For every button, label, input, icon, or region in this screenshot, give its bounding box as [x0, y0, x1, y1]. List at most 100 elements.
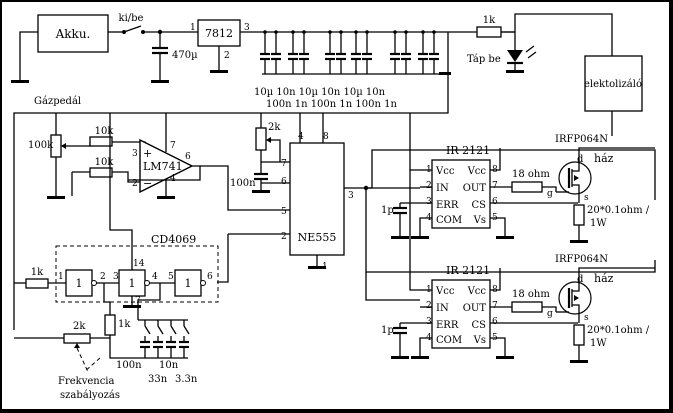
- r10k-a-label: 10k: [95, 126, 115, 137]
- mosfet-s: s: [584, 313, 589, 323]
- ir-pin-num: 3: [426, 317, 432, 327]
- gate-pin6: 6: [207, 272, 213, 282]
- cap-10n-f-label: 10n: [159, 360, 179, 371]
- gate-resistor: [511, 301, 543, 313]
- mosfet-arrow: [574, 295, 579, 301]
- ir-pin-name: IN: [436, 183, 449, 194]
- ir-pin-name: ERR: [436, 200, 459, 211]
- cap-100n-f-label: 100n: [116, 360, 142, 371]
- opamp-pin2: 2: [132, 179, 138, 189]
- mosfet-haz: ház: [594, 272, 614, 285]
- opamp-plus: +: [143, 147, 152, 160]
- ir-pin-num: 2: [426, 301, 432, 311]
- freq-label-1: Frekvencia: [58, 376, 115, 387]
- freq-label-2: szabályozás: [60, 390, 120, 401]
- junction-dot: [263, 30, 267, 34]
- junction-dot: [432, 30, 436, 34]
- ne555-pin6: 6: [281, 177, 287, 187]
- gas-pedal-label: Gázpedál: [34, 96, 81, 107]
- gate-c-label: 1: [185, 277, 192, 290]
- ir-pin-name: OUT: [463, 303, 487, 314]
- switch-blade: [144, 325, 151, 335]
- mosfet-arrow: [574, 175, 579, 181]
- junction-dot: [393, 30, 397, 34]
- ir2121-title: IR 2121: [446, 264, 490, 277]
- switched-caps: [140, 320, 190, 358]
- junction-dot: [302, 30, 306, 34]
- cap-bank-bottom-label: 100n 1n 100n 1n 100n 1n: [266, 99, 397, 110]
- ground-symbol: [570, 360, 588, 363]
- mosfet-label: IRFP064N: [555, 254, 608, 265]
- mosfet-g: g: [547, 189, 553, 199]
- ir-pin-name: ERR: [436, 320, 459, 331]
- cd4069-outline: [55, 245, 219, 303]
- ground-symbol: [411, 356, 429, 359]
- cap-1p-label: 1p: [381, 205, 394, 216]
- gate-pin4: 4: [152, 272, 158, 282]
- switch-blade: [157, 325, 164, 335]
- ir-pin-name: COM: [436, 335, 462, 346]
- pedal-pot-label: 100k: [28, 140, 54, 151]
- ir-pin-num: 3: [426, 197, 432, 207]
- ground-symbol: [411, 236, 429, 239]
- ir-pin-num: 6: [492, 197, 498, 207]
- battery-block: Akku.: [37, 14, 109, 53]
- shunt-resistor: [573, 204, 585, 226]
- ir-pin-num: 2: [426, 181, 432, 191]
- ir-pin-num: 7: [492, 181, 498, 191]
- reg-pin1: 1: [190, 23, 196, 33]
- timing-network: 2k 100n: [230, 113, 290, 193]
- ir2121-title: IR 2121: [446, 144, 490, 157]
- r10k-b-label: 10k: [95, 157, 115, 168]
- switch-blade: [170, 325, 177, 335]
- wire: [572, 154, 580, 172]
- reg-pin3: 3: [244, 23, 250, 33]
- ne555-pin3: 3: [348, 191, 354, 201]
- timer-ne555: NE555 4 8 7 6 5 2 3 1: [281, 113, 354, 272]
- junction-dot: [274, 30, 278, 34]
- ne555-pin5: 5: [281, 207, 287, 217]
- mosfet-haz: ház: [594, 152, 614, 165]
- opamp-pin7: 7: [170, 141, 176, 151]
- wire: [572, 304, 580, 323]
- cap-1p-label: 1p: [381, 325, 394, 336]
- ir-pin-name: Vcc: [467, 166, 487, 177]
- gate-resistor-label: 18 ohm: [512, 169, 550, 180]
- junction-dot: [339, 30, 343, 34]
- opamp-pin6: 6: [185, 152, 191, 162]
- ground-symbol: [391, 236, 409, 239]
- wire: [490, 217, 506, 236]
- junction-dot: [291, 30, 295, 34]
- timer-cap-label: 100n: [230, 178, 256, 189]
- ground-symbol: [496, 236, 514, 239]
- gate-pin5: 5: [168, 272, 174, 282]
- gate-a-label: 1: [76, 277, 83, 290]
- ir-pin-num: 6: [492, 317, 498, 327]
- ir-pin-name: Vs: [473, 215, 486, 226]
- mosfet-g: g: [547, 309, 553, 319]
- shunt-label-2: 1W: [590, 218, 607, 229]
- ne555-pin8: 8: [323, 132, 329, 142]
- ir-pin-name: Vcc: [435, 286, 455, 297]
- regulator-7812: 7812 1 3 2: [190, 19, 250, 73]
- wire: [572, 184, 580, 203]
- osc-gates: 1 1 1 1 2 3 4 5 6 14 7: [58, 257, 213, 308]
- opamp-label: LM741: [143, 160, 183, 173]
- cap-33n-label: 33n: [148, 374, 168, 385]
- gate-pin2: 2: [100, 272, 106, 282]
- cap-bank: 10µ 10n 10µ 10n 10µ 10n 100n 1n 100n 1n …: [254, 30, 451, 110]
- regulator-label: 7812: [205, 27, 233, 40]
- r1k-in-label: 1k: [31, 267, 44, 278]
- wire: [419, 217, 432, 236]
- wire: [490, 148, 501, 171]
- reg-pin2: 2: [224, 51, 230, 61]
- ground-symbol: [570, 240, 588, 243]
- ir-pin-name: CS: [471, 320, 486, 331]
- ground-symbol: [496, 356, 514, 359]
- opamp-lm741: LM741 3 2 7 4 6 + −: [132, 138, 194, 194]
- junction-dot: [421, 30, 425, 34]
- ir-pin-name: Vs: [473, 335, 486, 346]
- ir-pin-name: Vcc: [467, 286, 487, 297]
